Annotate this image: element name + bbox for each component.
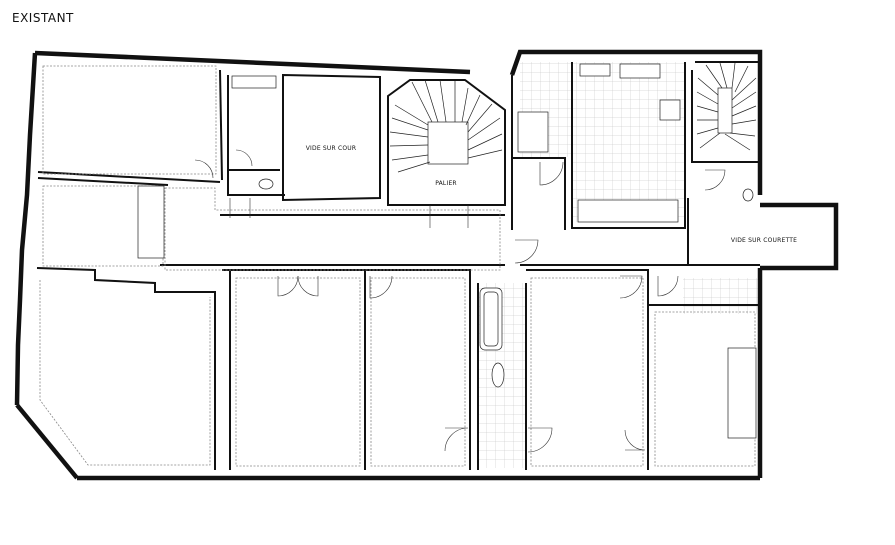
exterior-walls [14, 49, 839, 481]
door-swings [194, 149, 726, 453]
plan-title: EXISTANT [12, 11, 74, 25]
secondary-staircase [696, 62, 757, 151]
main-staircase [389, 79, 503, 173]
tiled-areas [478, 62, 758, 468]
room-label-vide-sur-courette: VIDE SUR COURETTE [731, 237, 797, 244]
room-label-vide-sur-cour: VIDE SUR COUR [306, 145, 357, 152]
room-label-palier: PALIER [435, 180, 457, 187]
fixtures [137, 63, 757, 439]
interior-walls [36, 61, 760, 470]
